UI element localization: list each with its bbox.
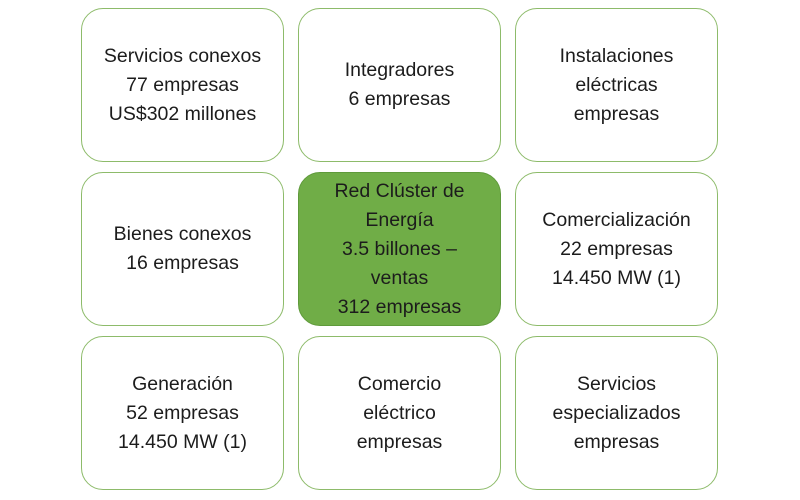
box-red-cluster-energia: Red Clúster de Energía 3.5 billones – ve…	[298, 172, 501, 326]
box-line: 16 empresas	[126, 252, 239, 274]
box-line: 3.5 billones –	[342, 237, 457, 260]
box-line: Comercialización	[542, 208, 691, 231]
box-line: 77 empresas	[126, 73, 239, 96]
box-line: Energía	[365, 208, 434, 231]
box-bienes-conexos: Bienes conexos 16 empresas	[81, 172, 284, 326]
box-line: eléctricas	[575, 73, 658, 96]
box-line: Servicios conexos	[103, 44, 262, 67]
box-line: 22 empresas	[560, 237, 673, 260]
box-line: Instalaciones	[559, 44, 674, 67]
box-line: 14.450 MW (1)	[552, 266, 681, 289]
box-integradores: Integradores 6 empresas	[298, 8, 501, 162]
box-line: US$302 millones	[108, 102, 257, 125]
box-line: 14.450 MW (1)	[118, 430, 247, 453]
box-line: 312 empresas	[337, 295, 462, 318]
box-line: Red Clúster de	[334, 179, 465, 202]
box-comercio-electrico: Comercio eléctrico empresas	[298, 336, 501, 490]
box-line: empresas	[573, 430, 660, 453]
box-line: empresas	[573, 102, 660, 125]
box-line: Generación	[132, 372, 233, 395]
box-line: Comercio	[357, 372, 442, 395]
box-line: 52 empresas	[126, 401, 239, 424]
box-line: especializados	[552, 401, 681, 424]
box-servicios-conexos: Servicios conexos 77 empresas US$302 mil…	[81, 8, 284, 162]
box-line: empresas	[356, 430, 443, 453]
box-instalaciones-electricas: Instalaciones eléctricas empresas	[515, 8, 718, 162]
box-line: eléctrico	[363, 401, 436, 424]
box-line: 6 empresas	[348, 88, 451, 110]
box-comercializacion: Comercialización 22 empresas 14.450 MW (…	[515, 172, 718, 326]
box-servicios-especializados: Servicios especializados empresas	[515, 336, 718, 490]
box-line: Integradores	[344, 59, 455, 81]
box-generacion: Generación 52 empresas 14.450 MW (1)	[81, 336, 284, 490]
box-line: Servicios	[576, 372, 657, 395]
box-line: Bienes conexos	[113, 223, 252, 245]
box-line: ventas	[370, 266, 429, 289]
